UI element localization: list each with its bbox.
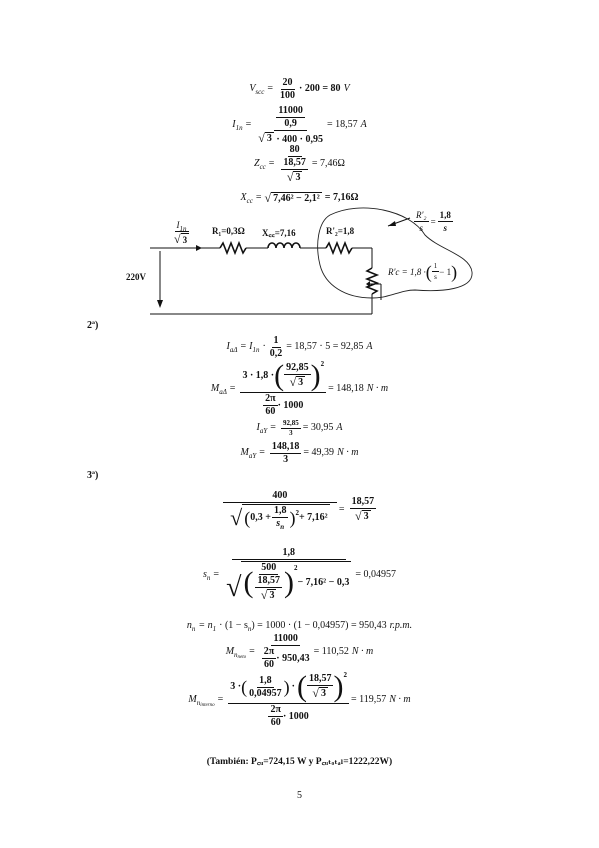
- equals: =: [255, 192, 262, 203]
- expression: · 200 = 80: [299, 83, 341, 94]
- rc-load-resistor: [364, 267, 380, 295]
- unit: A: [360, 119, 367, 130]
- equation-slip-condition: 400 √ ( 0,3 + 1,8 sn )2 + 7,16² = 18,57 …: [0, 482, 599, 538]
- fraction: 80 18,57 √3: [279, 143, 310, 184]
- r2-prime-resistor: [325, 240, 353, 256]
- symbol: I: [232, 119, 236, 130]
- current-label: I1n √3: [174, 220, 190, 246]
- equivalent-circuit-diagram: [150, 207, 473, 315]
- equals: =: [268, 158, 275, 169]
- equals: =: [267, 83, 274, 94]
- den-expression: · 400 · 0,95: [276, 133, 323, 145]
- current-arrow: [196, 245, 202, 251]
- denominator: 18,57 √3: [279, 157, 310, 184]
- numerator: 11000 0,9: [274, 104, 307, 131]
- r2-prime-label: R'₂=1,8: [326, 226, 355, 236]
- numerator: 11000: [276, 104, 305, 118]
- voltage-label: 220V: [126, 272, 146, 282]
- page-number: 5: [297, 790, 302, 801]
- xcc-inductor: [267, 242, 301, 249]
- subscript: 1n: [235, 123, 243, 132]
- subscript: scc: [255, 87, 265, 96]
- radicand: 7,46² − 2,1²: [271, 192, 322, 204]
- square-root: √3: [258, 130, 274, 145]
- symbol: V: [249, 83, 256, 94]
- inner-fraction: 18,57 √3: [281, 156, 308, 184]
- equals: =: [245, 119, 252, 130]
- section-label-3: 3ª): [87, 470, 99, 481]
- r1-resistor: [219, 240, 247, 256]
- subscript: cc: [259, 162, 266, 171]
- result: = 18,57: [327, 119, 358, 130]
- numerator: 80: [287, 143, 302, 157]
- denominator: 100: [280, 89, 296, 101]
- fraction: 20 100: [278, 76, 297, 101]
- voltage-arrow-head: [157, 300, 163, 308]
- symbol: Z: [254, 158, 260, 169]
- rc-formula: R'c = 1,8 · ( 1 s − 1 ): [388, 261, 458, 282]
- hand-drawn-loop: [317, 207, 473, 299]
- symbol: X: [240, 192, 247, 203]
- note-line: (También: P꜀ᵤ=724,15 W y P꜀ᵤₜₒₜₐₗ=1222,2…: [206, 757, 393, 768]
- result: = 7,46Ω: [311, 158, 345, 169]
- r1-label: R₁=0,3Ω: [212, 226, 245, 236]
- denominator: 0,9: [284, 117, 297, 129]
- numerator: 18,57: [281, 156, 308, 170]
- denominator: √3 · 400 · 0,95: [256, 131, 325, 145]
- square-root: √7,46² − 2,1²: [264, 191, 322, 205]
- subscript: cc: [246, 196, 253, 205]
- annotation-arrow-head: [388, 221, 396, 226]
- result: = 7,16Ω: [324, 192, 359, 203]
- r2-over-s-annotation: R'₂ s = 1,8 s: [414, 210, 453, 233]
- variable-arrow-head: [366, 281, 370, 287]
- section-label-2: 2ª): [87, 320, 99, 331]
- unit: V: [343, 83, 350, 94]
- xcc-label: X꜀꜀=7,16: [262, 228, 296, 238]
- inner-fraction: 11000 0,9: [276, 104, 305, 129]
- numerator: 20: [280, 76, 295, 90]
- fraction: 11000 0,9 √3 · 400 · 0,95: [256, 104, 325, 145]
- denominator: √3: [286, 169, 303, 184]
